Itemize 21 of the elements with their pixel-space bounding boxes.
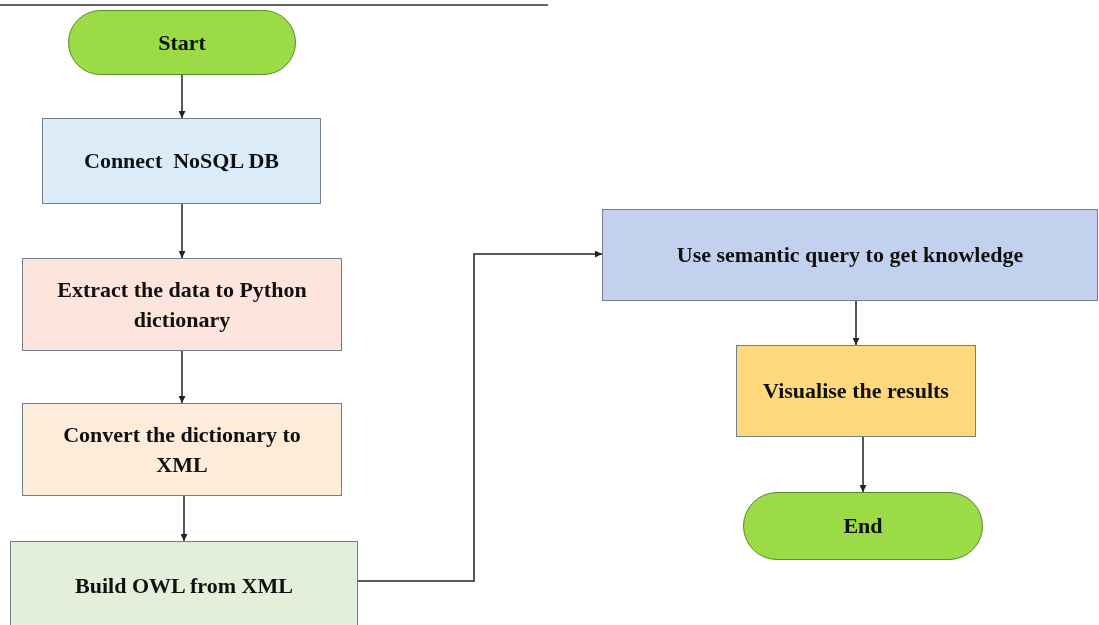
node-label: Use semantic query to get knowledge	[676, 241, 1024, 269]
arrow	[178, 74, 186, 119]
arrow	[852, 300, 860, 346]
process-box	[22, 258, 342, 351]
arrow	[180, 495, 188, 542]
process-box	[736, 345, 976, 437]
node-label: Build OWL from XML	[75, 572, 293, 600]
node-label: Start	[158, 28, 206, 57]
arrow	[357, 250, 603, 582]
arrow	[178, 350, 186, 404]
arrow	[859, 436, 867, 493]
node-label: Connect NoSQL DB	[84, 147, 279, 175]
node-label: End	[843, 512, 883, 540]
node-label: Extract the data to Python dictionary	[56, 275, 308, 334]
node-label: Convert the dictionary to XML	[62, 420, 302, 479]
process-box	[22, 403, 342, 496]
process-box	[42, 118, 321, 204]
arrow	[178, 203, 186, 259]
process-box	[602, 209, 1098, 301]
node-label: Visualise the results	[763, 377, 949, 405]
process-box	[10, 541, 358, 625]
